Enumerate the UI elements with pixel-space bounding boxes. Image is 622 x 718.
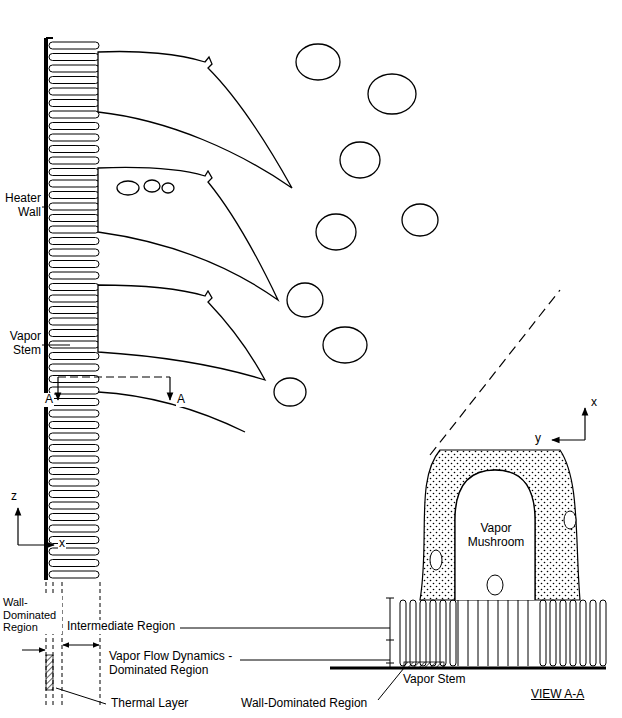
stem-wall [498,600,499,666]
region-label: Intermediate Region [66,620,176,634]
vapor-stem [49,318,99,325]
vapor-stem [49,54,99,61]
vapor-stem-section [400,600,406,666]
vapor-stem [49,410,99,417]
vapor-stem-section [440,600,446,666]
vapor-stem [49,42,99,49]
section-letter: A [176,393,186,407]
heater-wall [44,38,48,580]
view-a-a [330,408,606,668]
stem-wall [508,600,509,666]
region-label: Wall-Dominated Region [240,697,368,711]
vapor-stem-section [430,600,436,666]
vapor-stem [49,180,99,187]
wall-cap [46,37,53,39]
vapor-stem [49,284,99,291]
vapor-stem [49,491,99,498]
vapor-stem [49,330,99,337]
vapor-stem-section [570,600,576,666]
region-label: Wall- Dominated Region [2,596,62,634]
vapor-stem-section [540,600,546,666]
vapor-stem [49,479,99,486]
view-divider [430,290,560,455]
vapor-stem [49,65,99,72]
label-vapor-stem: Vapor Stem [2,330,42,358]
vapor-stem [49,307,99,314]
stem-wall [528,600,529,666]
vapor-stem [49,169,99,176]
vapor-stem [49,249,99,256]
vapor-stem [49,353,99,360]
vapor-stem [49,100,99,107]
vapor-stem [49,387,99,394]
vapor-stem [49,192,99,199]
stem-wall [458,600,459,666]
vapor-mushrooms [98,51,292,432]
thermal-layer-hatch [46,655,53,690]
region-label: Vapor Flow Dynamics - Dominated Region [108,650,240,678]
axis-label: y [534,432,542,446]
vapor-stem [49,399,99,406]
vapor-stem [49,272,99,279]
vapor-stem [49,445,99,452]
vapor-stem [49,537,99,544]
vapor-stem [49,468,99,475]
vapor-stem [49,261,99,268]
vapor-stem [49,422,99,429]
vapor-stem [49,203,99,210]
vapor-stem [49,88,99,95]
axes-left [18,508,54,545]
vapor-stem [49,364,99,371]
label-heater-wall: Heater Wall [2,192,42,220]
vapor-stem [49,295,99,302]
vapor-stem [49,502,99,509]
vapor-stem [49,226,99,233]
label-vapor-mushroom: Vapor Mushroom [460,522,532,550]
stem-wall [488,600,489,666]
vapor-stem-section [580,600,586,666]
vapor-stem-section [590,600,596,666]
vapor-stem [49,433,99,440]
vapor-stem [49,571,99,578]
vapor-stem-section [600,600,606,666]
label-vapor-stem: Vapor Stem [402,673,466,687]
stem-wall [468,600,469,666]
vapor-stem-section [410,600,416,666]
vapor-stem [49,111,99,118]
vapor-stem [49,548,99,555]
stem-wall [518,600,519,666]
vapor-stem [49,134,99,141]
vapor-stem [49,215,99,222]
vapor-stem [49,525,99,532]
vapor-stem-comb [49,42,99,578]
region-arrows [22,207,404,704]
stem-wall [478,600,479,666]
region-label: Thermal Layer [110,697,189,711]
vapor-stem [49,560,99,567]
departed-bubbles [274,44,438,406]
vapor-stem [49,146,99,153]
axis-label: x [590,396,598,410]
axis-label: x [58,537,66,551]
vapor-stem-section [420,600,426,666]
vapor-stem [49,157,99,164]
section-letter: A [44,393,54,407]
vapor-stem-section [450,600,456,666]
vapor-stem [49,77,99,84]
vapor-stem [49,238,99,245]
vapor-stem-section [550,600,556,666]
axis-label: z [10,490,18,504]
section-line [58,377,170,400]
vapor-stem [49,514,99,521]
vapor-stem-section [560,600,566,666]
vapor-stem [49,123,99,130]
view-title: VIEW A-A [530,688,585,702]
vapor-stem [49,456,99,463]
